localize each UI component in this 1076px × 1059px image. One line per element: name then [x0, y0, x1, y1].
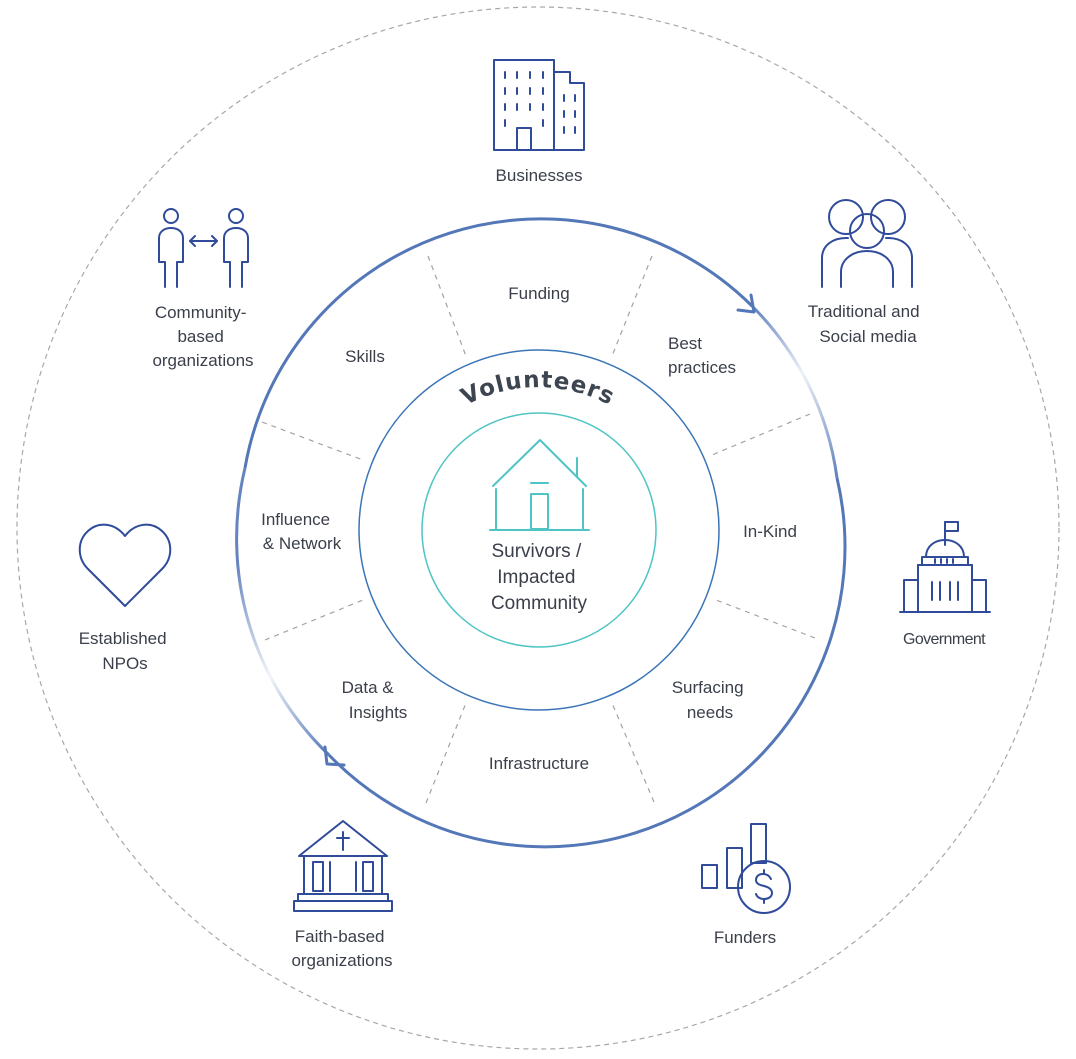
label-faith: Faith-based organizations — [291, 927, 392, 970]
segment-infrastructure: Infrastructure — [489, 754, 589, 773]
label-line: NPOs — [102, 654, 147, 673]
capitol-building-icon — [899, 521, 991, 613]
center-line: Survivors / — [491, 541, 581, 562]
arc-top-right — [243, 217, 754, 469]
house-icon — [489, 439, 590, 531]
segment-line: Influence — [261, 510, 330, 529]
center-line: Community — [491, 593, 588, 614]
segment-line: & Network — [263, 534, 342, 553]
arrowhead-bottom-left — [323, 745, 346, 767]
segment-surfacing-needs: Surfacing needs — [672, 678, 749, 722]
segment-dividers — [261, 255, 816, 804]
segment-line: Skills — [345, 347, 385, 366]
people-exchange-icon — [158, 208, 249, 288]
segment-line: Funding — [508, 284, 569, 303]
label-businesses: Businesses — [496, 166, 583, 185]
segment-line: Best — [668, 334, 702, 353]
label-line: Government — [903, 631, 986, 648]
segment-line: In-Kind — [743, 522, 797, 541]
center-line: Impacted — [497, 567, 575, 588]
segment-line: practices — [668, 358, 736, 377]
arc-bottom-left — [327, 477, 847, 849]
volunteers-ring — [358, 349, 720, 711]
label-community: Community- based organizations — [152, 303, 253, 370]
label-line: Established — [79, 629, 167, 648]
label-line: Funders — [714, 928, 776, 947]
volunteers-label: Volunteers — [457, 367, 619, 411]
segment-line: Surfacing — [672, 678, 744, 697]
label-line: organizations — [291, 951, 392, 970]
label-line: Social media — [819, 327, 917, 346]
arc-left-fade — [235, 467, 331, 757]
label-funders: Funders — [714, 928, 776, 947]
segment-line: Infrastructure — [489, 754, 589, 773]
segment-best-practices: Best practices — [668, 334, 736, 377]
label-line: Faith-based — [295, 927, 385, 946]
church-icon — [293, 820, 393, 912]
segment-in-kind: In-Kind — [743, 522, 797, 541]
office-building-icon — [493, 59, 585, 151]
heart-icon — [78, 523, 172, 607]
segment-funding: Funding — [508, 284, 569, 303]
center-title: Survivors / Impacted Community — [491, 541, 588, 614]
outer-dashed-ring — [16, 6, 1060, 1050]
label-line: based — [177, 327, 223, 346]
segment-data-insights: Data & Insights — [342, 678, 408, 722]
arc-right-fade — [750, 304, 839, 479]
community-ring — [421, 412, 657, 648]
segment-skills: Skills — [345, 347, 385, 366]
segment-influence-network: Influence & Network — [261, 510, 342, 553]
label-npos: Established NPOs — [79, 629, 172, 673]
label-media: Traditional and Social media — [808, 302, 925, 346]
segment-line: needs — [687, 703, 733, 722]
label-line: organizations — [152, 351, 253, 370]
arrowhead-top-right — [736, 293, 756, 314]
label-line: Community- — [155, 303, 247, 322]
label-government: Government — [903, 631, 986, 648]
label-line: Traditional and — [808, 302, 920, 321]
segment-line: Insights — [349, 703, 408, 722]
bar-chart-dollar-icon — [701, 823, 791, 914]
label-line: Businesses — [496, 166, 583, 185]
segment-line: Data & — [342, 678, 395, 697]
people-group-icon — [821, 199, 913, 288]
